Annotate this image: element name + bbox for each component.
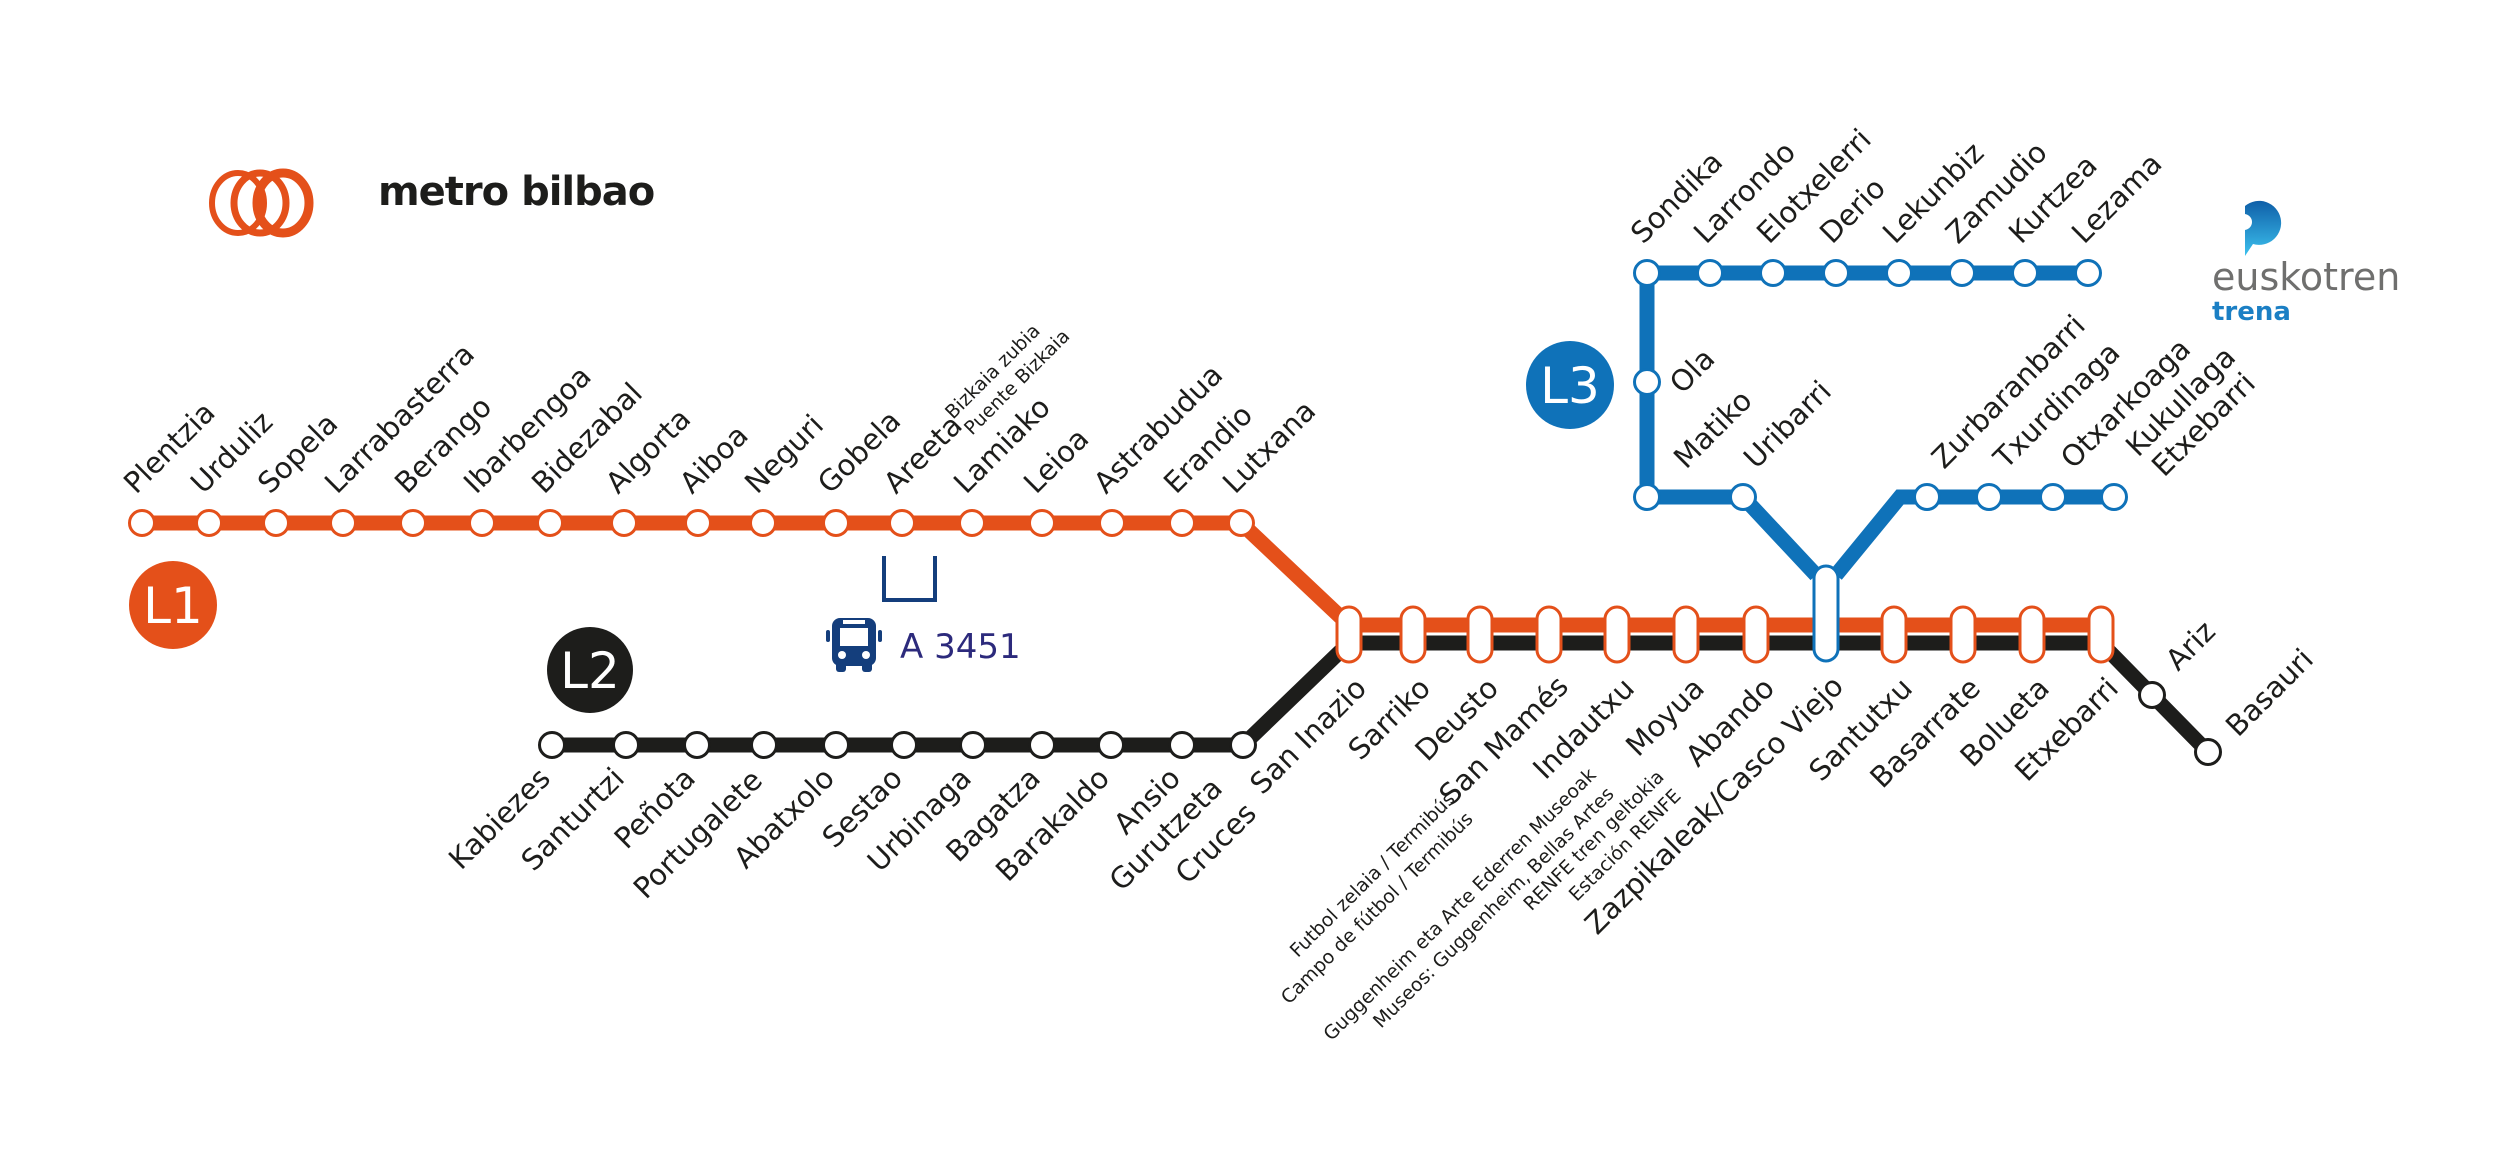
station-sestao[interactable]: [890, 731, 918, 759]
station-bidezabal[interactable]: [536, 509, 564, 537]
line-badge-l1[interactable]: L1: [129, 561, 217, 649]
station-label-uribarri: Uribarri: [1737, 374, 1838, 475]
station-bagatza[interactable]: [1028, 731, 1056, 759]
station-urbinaga[interactable]: [959, 731, 987, 759]
station-san-inazio[interactable]: [1335, 605, 1363, 664]
metro-bilbao-logo: metro bilbao: [209, 168, 655, 238]
station-sondika[interactable]: [1633, 259, 1661, 287]
station-larrondo[interactable]: [1696, 259, 1724, 287]
station-lezama[interactable]: [2074, 259, 2102, 287]
station-berango[interactable]: [399, 509, 427, 537]
station-urduliz[interactable]: [195, 509, 223, 537]
station-ariz[interactable]: [2138, 681, 2166, 709]
euskotren-logo: euskotren trena: [2212, 200, 2400, 327]
station-bolueta[interactable]: [2018, 605, 2046, 664]
station-aiboa[interactable]: [684, 509, 712, 537]
station-algorta[interactable]: [610, 509, 638, 537]
station-larrabasterra[interactable]: [329, 509, 357, 537]
station-labels: PlentziaUrdulizSopelaLarrabasterraBerang…: [117, 122, 2320, 1045]
station-label-neguri: Neguri: [738, 408, 830, 500]
station-sarriko[interactable]: [1399, 605, 1427, 664]
station-otxarkoaga[interactable]: [2039, 483, 2067, 511]
station-gurutzeta[interactable]: [1229, 731, 1257, 759]
station-abando[interactable]: [1742, 605, 1770, 664]
bus-connection[interactable]: A 3451: [826, 556, 1021, 672]
station-astrabudua[interactable]: [1098, 509, 1126, 537]
station-basauri[interactable]: [2194, 738, 2222, 766]
bus-icon: [826, 618, 882, 672]
station-zamudio[interactable]: [1948, 259, 1976, 287]
bus-route-label: A 3451: [900, 627, 1021, 667]
station-moyua[interactable]: [1672, 605, 1700, 664]
station-sublabel-guggenheim-es: Museos: Guggenheim, Bellas Artes: [1369, 783, 1619, 1033]
station-barakaldo[interactable]: [1097, 731, 1125, 759]
line-badge-l3-label: L3: [1540, 357, 1600, 415]
brand-name: metro bilbao: [378, 169, 654, 215]
station-santurtzi[interactable]: [612, 731, 640, 759]
station-ansio[interactable]: [1168, 731, 1196, 759]
line-badge-l2-label: L2: [560, 642, 620, 700]
station-matiko[interactable]: [1633, 483, 1661, 511]
euskotren-subtitle: trena: [2212, 297, 2291, 327]
station-penota[interactable]: [683, 731, 711, 759]
station-deusto[interactable]: [1466, 605, 1494, 664]
station-label-ariz: Ariz: [2159, 614, 2222, 677]
station-leioa[interactable]: [1028, 509, 1056, 537]
line-badge-l2[interactable]: L2: [547, 627, 633, 713]
station-neguri[interactable]: [749, 509, 777, 537]
l3-track-east: [1830, 489, 2114, 580]
station-etxebarri[interactable]: [2087, 605, 2115, 664]
station-label-basauri: Basauri: [2219, 642, 2320, 743]
station-basarrate[interactable]: [1949, 605, 1977, 664]
station-ibarbengoa[interactable]: [468, 509, 496, 537]
station-areeta[interactable]: [888, 509, 916, 537]
line-badge-l3[interactable]: L3: [1526, 341, 1614, 429]
station-santutxu[interactable]: [1880, 605, 1908, 664]
station-zurbaranbarri[interactable]: [1913, 483, 1941, 511]
station-kurtzea[interactable]: [2011, 259, 2039, 287]
line-badge-l1-label: L1: [143, 577, 203, 635]
station-txurdinaga[interactable]: [1975, 483, 2003, 511]
stations: [128, 259, 2222, 766]
station-indautxu[interactable]: [1603, 605, 1631, 664]
station-kukullaga-etxebarri[interactable]: [2100, 483, 2128, 511]
station-san-mames[interactable]: [1535, 605, 1563, 664]
metro-rings-icon: [209, 168, 314, 238]
station-lutxana[interactable]: [1227, 509, 1255, 537]
bus-connector-bracket: [882, 556, 937, 602]
station-portugalete[interactable]: [750, 731, 778, 759]
station-label-matiko: Matiko: [1667, 383, 1759, 475]
station-zazpikaleak-casco-viejo[interactable]: [1812, 564, 1840, 663]
station-gobela[interactable]: [822, 509, 850, 537]
station-derio[interactable]: [1822, 259, 1850, 287]
station-lekunbiz[interactable]: [1885, 259, 1913, 287]
station-kabiezes[interactable]: [538, 731, 566, 759]
station-uribarri[interactable]: [1729, 483, 1757, 511]
station-lamiako[interactable]: [958, 509, 986, 537]
station-abatxolo[interactable]: [822, 731, 850, 759]
station-ola[interactable]: [1633, 368, 1661, 396]
station-elotxelerri[interactable]: [1759, 259, 1787, 287]
station-erandio[interactable]: [1168, 509, 1196, 537]
pin-icon: [2236, 200, 2282, 256]
station-sopela[interactable]: [262, 509, 290, 537]
euskotren-name: euskotren: [2212, 255, 2400, 299]
station-label-ola: Ola: [1663, 342, 1721, 400]
station-plentzia[interactable]: [128, 509, 156, 537]
